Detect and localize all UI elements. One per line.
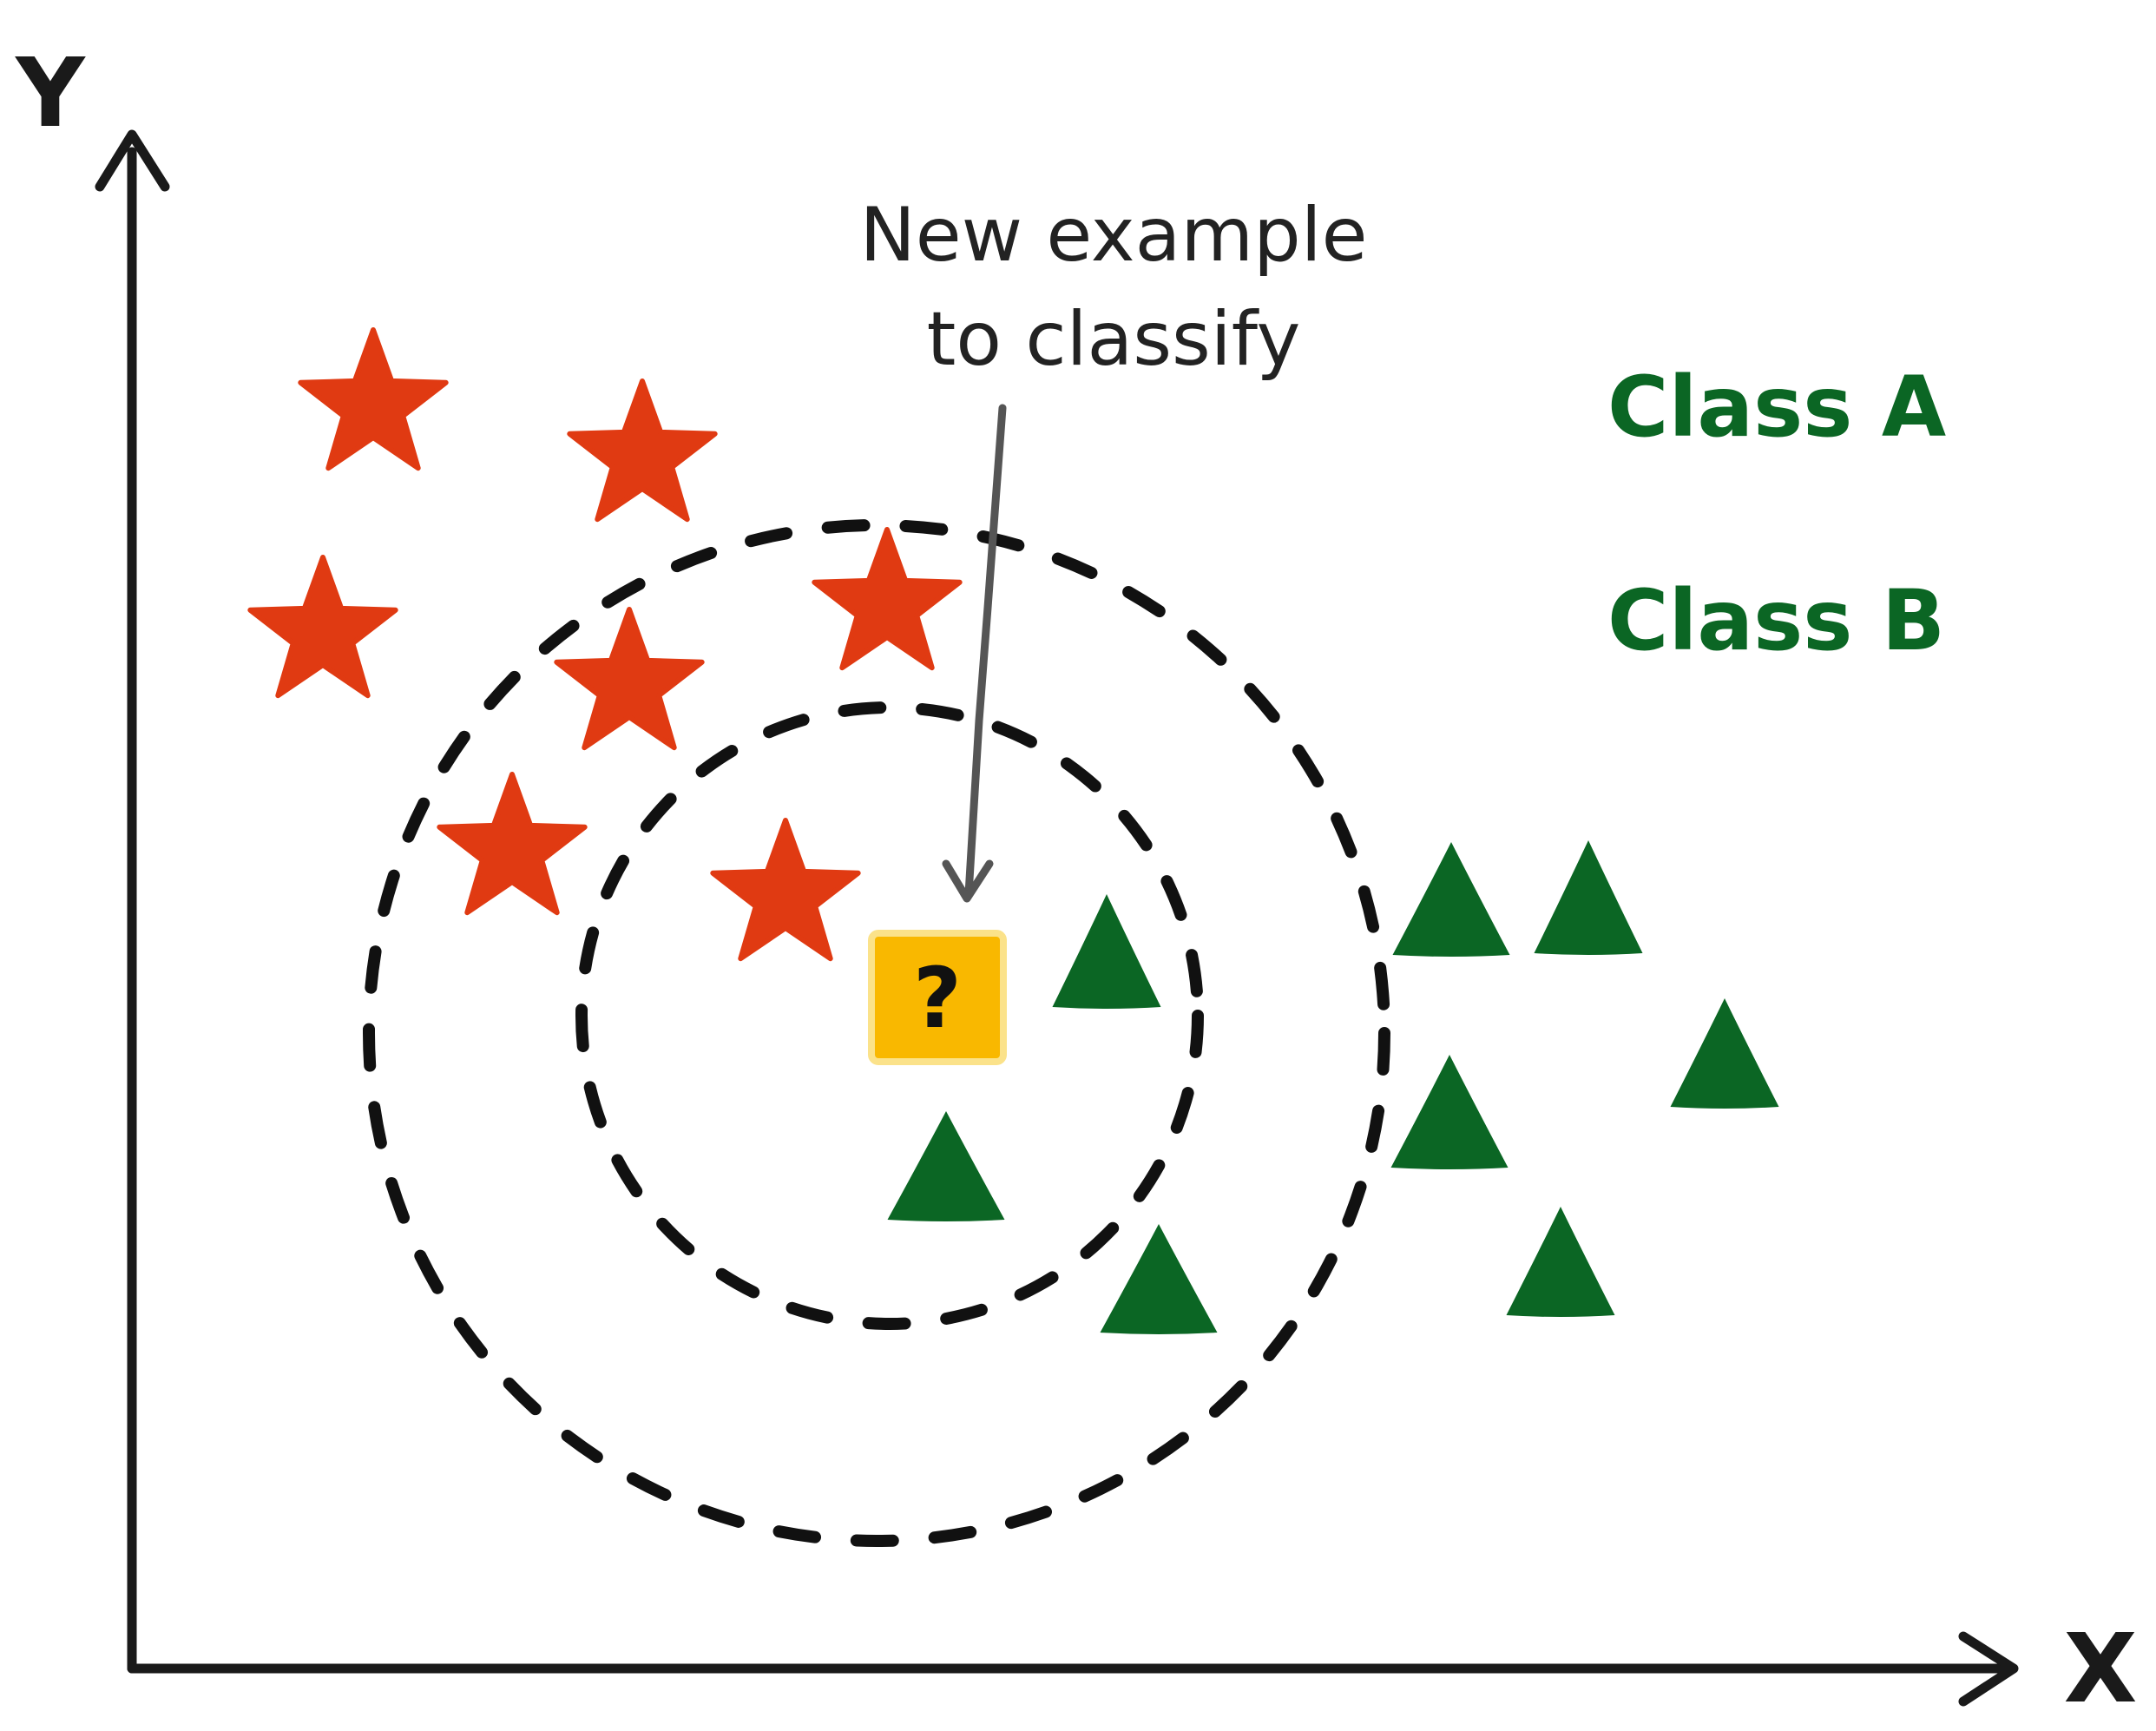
- question-mark-icon: ?: [913, 950, 962, 1047]
- annotation-arrowhead: [942, 859, 994, 903]
- query-point: ?: [868, 930, 1007, 1065]
- class-b-triangle: [1392, 842, 1510, 957]
- annotation-arrow-shaft: [964, 404, 1007, 898]
- class-a-star: [567, 378, 718, 523]
- y-axis-label: Y: [14, 37, 86, 148]
- class-a-star: [298, 327, 449, 471]
- class-b-triangle: [1390, 1055, 1509, 1169]
- neighbour-rings: [363, 519, 1390, 1547]
- class-b-triangle: [1506, 1207, 1615, 1317]
- outer-ring: [363, 519, 1390, 1547]
- axes: Y X: [14, 37, 2137, 1724]
- class-a-stars: [247, 327, 963, 962]
- class-b-triangle: [1100, 1224, 1218, 1334]
- inner-ring: [575, 701, 1204, 1330]
- x-axis-arrowhead: [1958, 1631, 2019, 1707]
- annotation-line-1: New example: [859, 192, 1367, 279]
- class-a-star: [247, 555, 398, 699]
- class-b-triangle: [1534, 840, 1643, 955]
- class-b-triangle: [1670, 998, 1779, 1109]
- annotation: New example to classify: [859, 192, 1368, 903]
- legend-class-b: Class B: [1607, 572, 1945, 669]
- class-a-star: [710, 818, 861, 962]
- class-a-star: [812, 527, 963, 671]
- class-b-triangle: [887, 1111, 1005, 1221]
- y-axis-arrowhead: [95, 129, 170, 192]
- class-b-triangles: [887, 840, 1779, 1334]
- class-a-star: [437, 772, 588, 916]
- query-square: [868, 930, 1007, 1065]
- class-a-star: [554, 607, 705, 751]
- annotation-line-2: to classify: [927, 296, 1301, 383]
- x-axis-label: X: [2064, 1613, 2138, 1724]
- legend: Class A Class B: [1607, 359, 1946, 669]
- class-b-triangle: [1052, 894, 1161, 1009]
- legend-class-a: Class A: [1607, 359, 1946, 456]
